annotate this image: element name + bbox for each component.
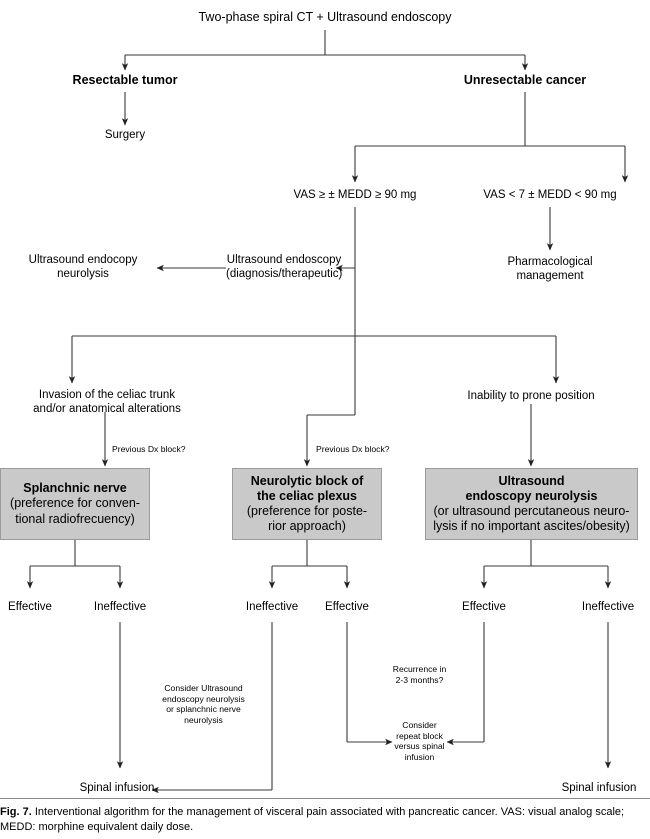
annotation-consider-us-line4: neurolysis [184, 715, 223, 726]
node-pharmacological-line2: management [516, 270, 584, 283]
figure-caption-text: Interventional algorithm for the managem… [0, 806, 625, 833]
node-ultrasound-endoscopy: Ultrasound endoscopy (diagnosis/therapeu… [226, 253, 342, 282]
box-us-neuro-bold-2: endoscopy neurolysis [465, 488, 598, 503]
node-us-neurolysis-line2: neurolysis [57, 268, 109, 281]
node-root: Two-phase spiral CT + Ultrasound endosco… [198, 10, 452, 24]
box-ultrasound-endoscopy-neurolysis[interactable]: Ultrasound endoscopy neurolysis (or ultr… [425, 468, 638, 540]
caption-divider [0, 798, 650, 799]
annotation-consider-repeat-line2: repeat block [396, 730, 443, 741]
node-surgery: Surgery [104, 129, 146, 141]
node-ultrasound-endoscopy-line1: Ultrasound endoscopy [226, 254, 342, 266]
box-us-neuro-bold-1: Ultrasound [498, 473, 565, 488]
annotation-consider-us-line2: endoscopy neurolysis [162, 693, 245, 704]
box-splanchnic-bold-1: Splanchnic nerve [23, 481, 127, 496]
figure-caption: Fig. 7. Interventional algorithm for the… [0, 805, 650, 835]
node-pharmacological-line1: Pharmacological [507, 256, 593, 268]
figure-number: Fig. 7. [0, 806, 32, 818]
outcome-mid-ineffective: Ineffective [245, 601, 299, 613]
box-splanchnic-reg-2: tional radiofrecuency) [15, 511, 135, 526]
node-inability-prone-position: Inability to prone position [467, 390, 595, 402]
node-us-neurolysis-line1: Ultrasound endocopy [28, 254, 138, 266]
label-previous-dx-block-mid: Previous Dx block? [316, 444, 390, 454]
node-unresectable-cancer: Unresectable cancer [463, 73, 587, 87]
node-vas-low: VAS < 7 ± MEDD < 90 mg [483, 189, 617, 201]
box-splanchnic-reg-1: (preference for conven- [10, 496, 140, 511]
node-pharmacological-management: Pharmacological management [482, 255, 618, 284]
box-neurolytic-bold-2: the celiac plexus [256, 488, 358, 503]
node-invasion-celiac-trunk: Invasion of the celiac trunk and/or anat… [12, 388, 202, 417]
label-previous-dx-block-left: Previous Dx block? [112, 444, 186, 454]
outcome-right-effective: Effective [462, 601, 506, 613]
annotation-consider-us-line1: Consider Ultrasound [164, 683, 243, 693]
outcome-right-ineffective: Ineffective [581, 601, 635, 613]
node-ultrasound-endoscopy-line2: (diagnosis/therapeutic) [226, 268, 343, 281]
box-neurolytic-reg-2: rior approach) [268, 519, 346, 534]
box-us-neuro-reg-2: lysis if no important ascites/obesity) [433, 519, 630, 534]
annotation-consider-repeat-line1: Consider [402, 720, 437, 730]
terminal-spinal-infusion-left: Spinal infusion [79, 782, 155, 794]
annotation-recurrence-line2: 2-3 months? [395, 674, 444, 685]
box-neurolytic-block-celiac-plexus[interactable]: Neurolytic block of the celiac plexus (p… [232, 468, 382, 540]
box-neurolytic-reg-1: (preference for poste- [246, 504, 368, 518]
annotation-recurrence: Recurrence in 2-3 months? [372, 664, 467, 685]
node-vas-high: VAS ≥ ± MEDD ≥ 90 mg [293, 189, 417, 201]
annotation-recurrence-line1: Recurrence in [392, 664, 447, 674]
terminal-spinal-infusion-right: Spinal infusion [561, 782, 637, 794]
node-invasion-line2: and/or anatomical alterations [33, 403, 181, 416]
box-splanchnic-nerve[interactable]: Splanchnic nerve (preference for conven-… [0, 468, 150, 540]
outcome-left-ineffective: Ineffective [93, 601, 147, 613]
outcome-mid-effective: Effective [325, 601, 369, 613]
annotation-consider-repeat-block: Consider repeat block versus spinal infu… [372, 720, 467, 763]
annotation-consider-us-line3: or splanchnic nerve [166, 704, 241, 715]
box-us-neuro-reg-1: (or ultrasound percutaneous neuro- [433, 504, 630, 518]
node-resectable-tumor: Resectable tumor [72, 73, 178, 87]
annotation-consider-repeat-line3: versus spinal [394, 741, 445, 752]
node-invasion-line1: Invasion of the celiac trunk [38, 389, 176, 401]
annotation-consider-repeat-line4: infusion [404, 752, 435, 763]
outcome-left-effective: Effective [8, 601, 52, 613]
box-neurolytic-bold-1: Neurolytic block of [250, 473, 364, 488]
annotation-consider-ultrasound: Consider Ultrasound endoscopy neurolysis… [146, 683, 261, 726]
node-ultrasound-endoscopy-neurolysis-left: Ultrasound endocopy neurolysis [8, 253, 158, 282]
